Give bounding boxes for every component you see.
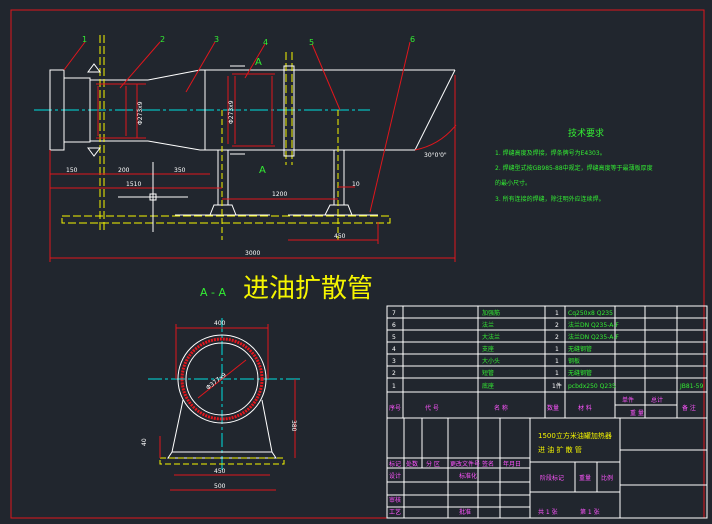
dim-1510: 1510 (126, 181, 141, 188)
balloon-1: 1 (82, 35, 87, 44)
tb-zone: 分 区 (426, 460, 440, 468)
bom-header-total: 总计 (651, 396, 663, 404)
tb-design: 设计 (389, 472, 401, 480)
bom-header-note: 备 注 (682, 404, 696, 412)
bom-row-material: 无缝钢管 (568, 345, 592, 353)
tech-item-2b: 的最小尺寸。 (495, 179, 531, 187)
tb-process: 工艺 (389, 508, 401, 516)
bom-row-name: 大小头 (482, 357, 500, 365)
bom-header-single: 单件 (622, 396, 634, 404)
bom-row-no: 4 (392, 346, 396, 353)
section-view: Φ377x9 400 380 40 450 500 (141, 318, 300, 491)
section-letter-bottom: A (259, 165, 266, 176)
balloon-5: 5 (309, 38, 314, 47)
bom-row-name: 大法兰 (482, 333, 500, 341)
dim-sec-dia: Φ377x9 (205, 371, 228, 391)
tech-title: 技术要求 (568, 127, 604, 139)
dim-sec-height: 380 (290, 420, 297, 432)
tb-approve: 批准 (459, 508, 471, 516)
pipe-hatch-left (96, 83, 146, 139)
dim-450: 450 (334, 233, 346, 240)
balloon-6: 6 (410, 35, 415, 44)
dim-1200: 1200 (272, 191, 287, 198)
tech-item-2: 2. 焊缝型式按GB985-88中规定，焊缝高度等于最薄板厚度 (495, 164, 653, 172)
bom-rows: 7 加强筋 1 Cq250x8 Q235 6 法兰 2 法兰DN Q235-A-… (389, 309, 704, 417)
bom-row-material: Cq250x8 Q235 (568, 310, 613, 317)
bom-row-qty: 1 (555, 310, 559, 317)
drawing-name: 进 油 扩 散 管 (538, 445, 582, 454)
pipe-hatch-mid (232, 73, 275, 147)
dim-sec-base1: 450 (214, 468, 226, 475)
tb-date: 年月日 (503, 460, 521, 468)
bom-row-material: 法兰DN Q235-A-F (568, 333, 619, 341)
bom-row-qty: 1件 (552, 382, 562, 390)
bom-row-material: pcbdx250 Q235 (568, 383, 616, 390)
bom-row-qty: 1 (555, 346, 559, 353)
tech-item-1: 1. 焊缝高度及焊接，焊条牌号为E4303。 (495, 149, 606, 157)
balloon-3: 3 (214, 35, 219, 44)
dim-dia-mid: Φ273x9 (228, 100, 235, 124)
project-name: 1500立方米油罐加热器 (538, 431, 612, 440)
bom-row-material: 钢板 (568, 357, 580, 365)
tech-item-3: 3. 所有连接的焊缝，除注明外应连续焊。 (495, 195, 605, 203)
bom-row-name: 加强筋 (482, 309, 500, 317)
dim-dia-left: Φ273x9 (137, 101, 144, 125)
bom-header-no: 序号 (389, 404, 401, 412)
bom-row-no: 6 (392, 322, 396, 329)
bom-row-qty: 2 (555, 322, 559, 329)
dim-200: 200 (118, 167, 130, 174)
dim-sec-base2: 500 (214, 483, 226, 490)
title-block: 1500立方米油罐加热器 进 油 扩 散 管 标记 处数 分 区 更改文件号 签… (389, 431, 613, 516)
bom-row-no: 5 (392, 334, 396, 341)
main-view: A A 1 2 3 4 5 6 Φ273x9 Φ273x9 (34, 35, 457, 262)
dim-sec-side: 40 (141, 438, 148, 446)
bom-row-name: 支座 (482, 345, 494, 353)
dim-10: 10 (352, 181, 360, 188)
drawing-title: 进油扩散管 (243, 274, 373, 304)
bom-row-qty: 2 (555, 334, 559, 341)
bom-row-name: 法兰 (482, 321, 494, 329)
bom-header-weight: 重 量 (630, 409, 644, 417)
tb-count: 处数 (406, 460, 418, 468)
bom-row-no: 1 (392, 383, 396, 390)
tb-total-sheets: 共 1 张 (538, 508, 558, 516)
tb-marks: 标记 (389, 460, 401, 468)
dim-150: 150 (66, 167, 78, 174)
bom-header-name: 名 称 (494, 404, 508, 412)
bom-row-material: 无缝钢管 (568, 369, 592, 377)
tb-change: 更改文件号 (450, 460, 480, 468)
tb-standard: 标准化 (459, 472, 477, 480)
bom-row-qty: 1 (555, 370, 559, 377)
tb-sheet: 第 1 张 (580, 508, 600, 516)
bom-table (386, 305, 708, 519)
bom-row-note: JB81-59 (679, 383, 704, 390)
dim-3000: 3000 (245, 250, 260, 257)
tb-review: 审核 (389, 496, 401, 504)
dim-sec-width: 400 (214, 320, 226, 327)
dim-angle: 30°0'0" (424, 152, 447, 159)
bom-row-no: 7 (392, 310, 396, 317)
bom-header-qty: 数量 (547, 404, 559, 412)
bom-row-no: 3 (392, 358, 396, 365)
balloon-2: 2 (160, 35, 165, 44)
bom-header-code: 代 号 (425, 404, 439, 412)
bom-row-material: 法兰DN Q235-A-F (568, 321, 619, 329)
drawing-border (10, 9, 705, 519)
dim-350: 350 (174, 167, 186, 174)
bom-row-qty: 1 (555, 358, 559, 365)
bom-row-no: 2 (392, 370, 396, 377)
tech-requirements: 技术要求 1. 焊缝高度及焊接，焊条牌号为E4303。 2. 焊缝型式按GB98… (495, 127, 653, 203)
bom-row-name: 底座 (482, 382, 494, 390)
bom-header-material: 材 料 (578, 404, 592, 412)
section-letter-top: A (255, 57, 262, 68)
tb-stage: 阶段标记 (540, 474, 564, 482)
tb-scale: 比例 (601, 474, 613, 482)
bom-row-name: 短管 (482, 369, 494, 377)
balloon-4: 4 (263, 38, 268, 47)
tb-weight: 重量 (579, 474, 591, 482)
section-label: A - A (200, 286, 226, 299)
tb-sign: 签名 (482, 460, 494, 468)
